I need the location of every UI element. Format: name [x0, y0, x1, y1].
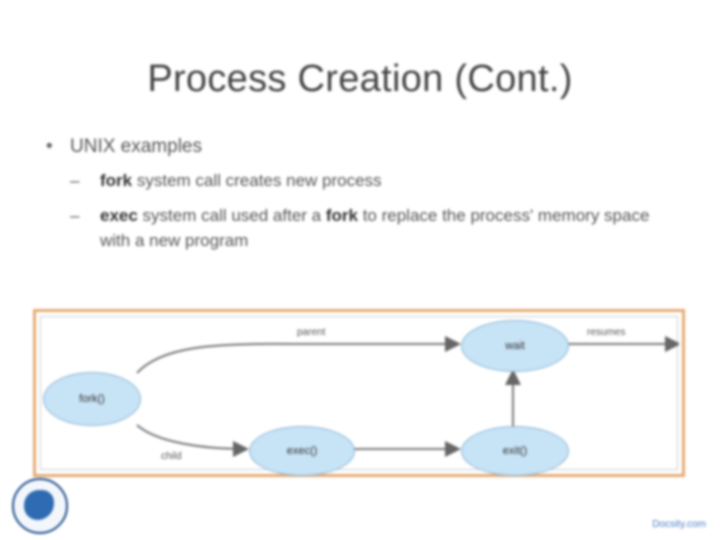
university-logo [12, 478, 68, 534]
edge-parent [136, 336, 461, 374]
diagram-canvas: fork() wait exec() exit() parent child r… [40, 316, 679, 476]
edge-child [136, 424, 249, 457]
footer-site-link[interactable]: Docsity.com [652, 519, 706, 530]
logo-emblem-icon [24, 490, 54, 520]
dash-marker: – [70, 171, 80, 190]
bullet-list: UNIX examples – fork system call creates… [44, 136, 684, 253]
node-exec: exec() [249, 426, 355, 476]
label-child: child [161, 451, 182, 462]
diagram-edges [136, 336, 679, 457]
sub-bullet-fork: – fork system call creates new process [44, 168, 684, 193]
sub-bullet-fork-text: system call creates new process [132, 171, 382, 190]
keyword-fork: fork [325, 206, 358, 225]
process-diagram: fork() wait exec() exit() parent child r… [33, 309, 685, 477]
slide-title: Process Creation (Cont.) [147, 58, 573, 100]
label-parent: parent [297, 327, 326, 338]
node-exit: exit() [461, 426, 569, 476]
keyword-exec: exec [100, 206, 138, 225]
sub-bullet-exec-text-b: to replace the process' memory space wit… [100, 206, 650, 250]
sub-bullet-exec-text-a: system call used after a [137, 206, 326, 225]
label-resumes: resumes [587, 327, 626, 338]
node-wait: wait [461, 320, 569, 372]
node-fork: fork() [43, 372, 141, 426]
sub-bullet-exec: – exec system call used after a fork to … [44, 203, 684, 253]
bullet-unix-examples: UNIX examples [44, 136, 684, 158]
dash-marker: – [70, 206, 80, 225]
keyword-fork: fork [100, 171, 133, 190]
